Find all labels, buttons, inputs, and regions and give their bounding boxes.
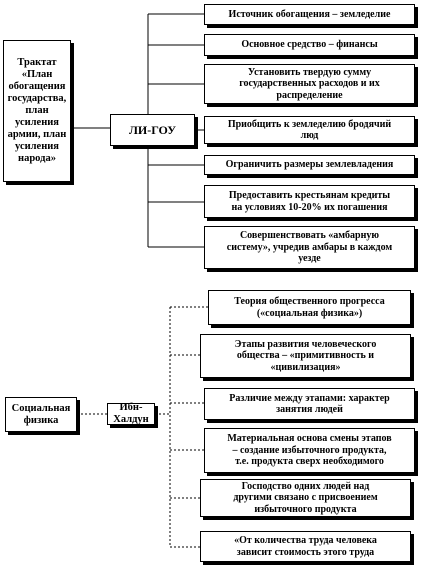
upper-item-7: Совершенствовать «амбарную систему», учр… (204, 226, 415, 269)
lower-item-2: Этапы развития человеческого общества – … (200, 334, 411, 378)
lower-item-5: Господство одних людей над другими связа… (200, 479, 411, 517)
source-box-treatise: Трактат «План обогащения государства, пл… (3, 40, 71, 182)
hub-box-ibn-khaldun: Ибн-Халдун (107, 402, 155, 425)
lower-item-3: Различие между этапами: характер занятия… (204, 388, 415, 420)
upper-item-1: Источник обогащения – земледелие (204, 4, 415, 25)
lower-item-4: Материальная основа смены этапов – созда… (204, 428, 415, 473)
source-box-social-physics: Социальная физика (5, 397, 77, 432)
lower-item-1: Теория общественного прогресса («социаль… (208, 290, 411, 325)
upper-item-3: Установить твердую сумму государственных… (204, 64, 415, 104)
upper-item-2: Основное средство – финансы (204, 34, 415, 56)
upper-item-5: Ограничить размеры землевладения (204, 155, 415, 175)
upper-item-6: Предоставить крестьянам кредиты на услов… (204, 185, 415, 218)
lower-item-6: «От количества труда человека зависит ст… (200, 531, 411, 562)
upper-item-4: Приобщить к земледелию бродячий люд (204, 116, 415, 144)
hub-box-li-gou: ЛИ-ГОУ (110, 114, 195, 146)
